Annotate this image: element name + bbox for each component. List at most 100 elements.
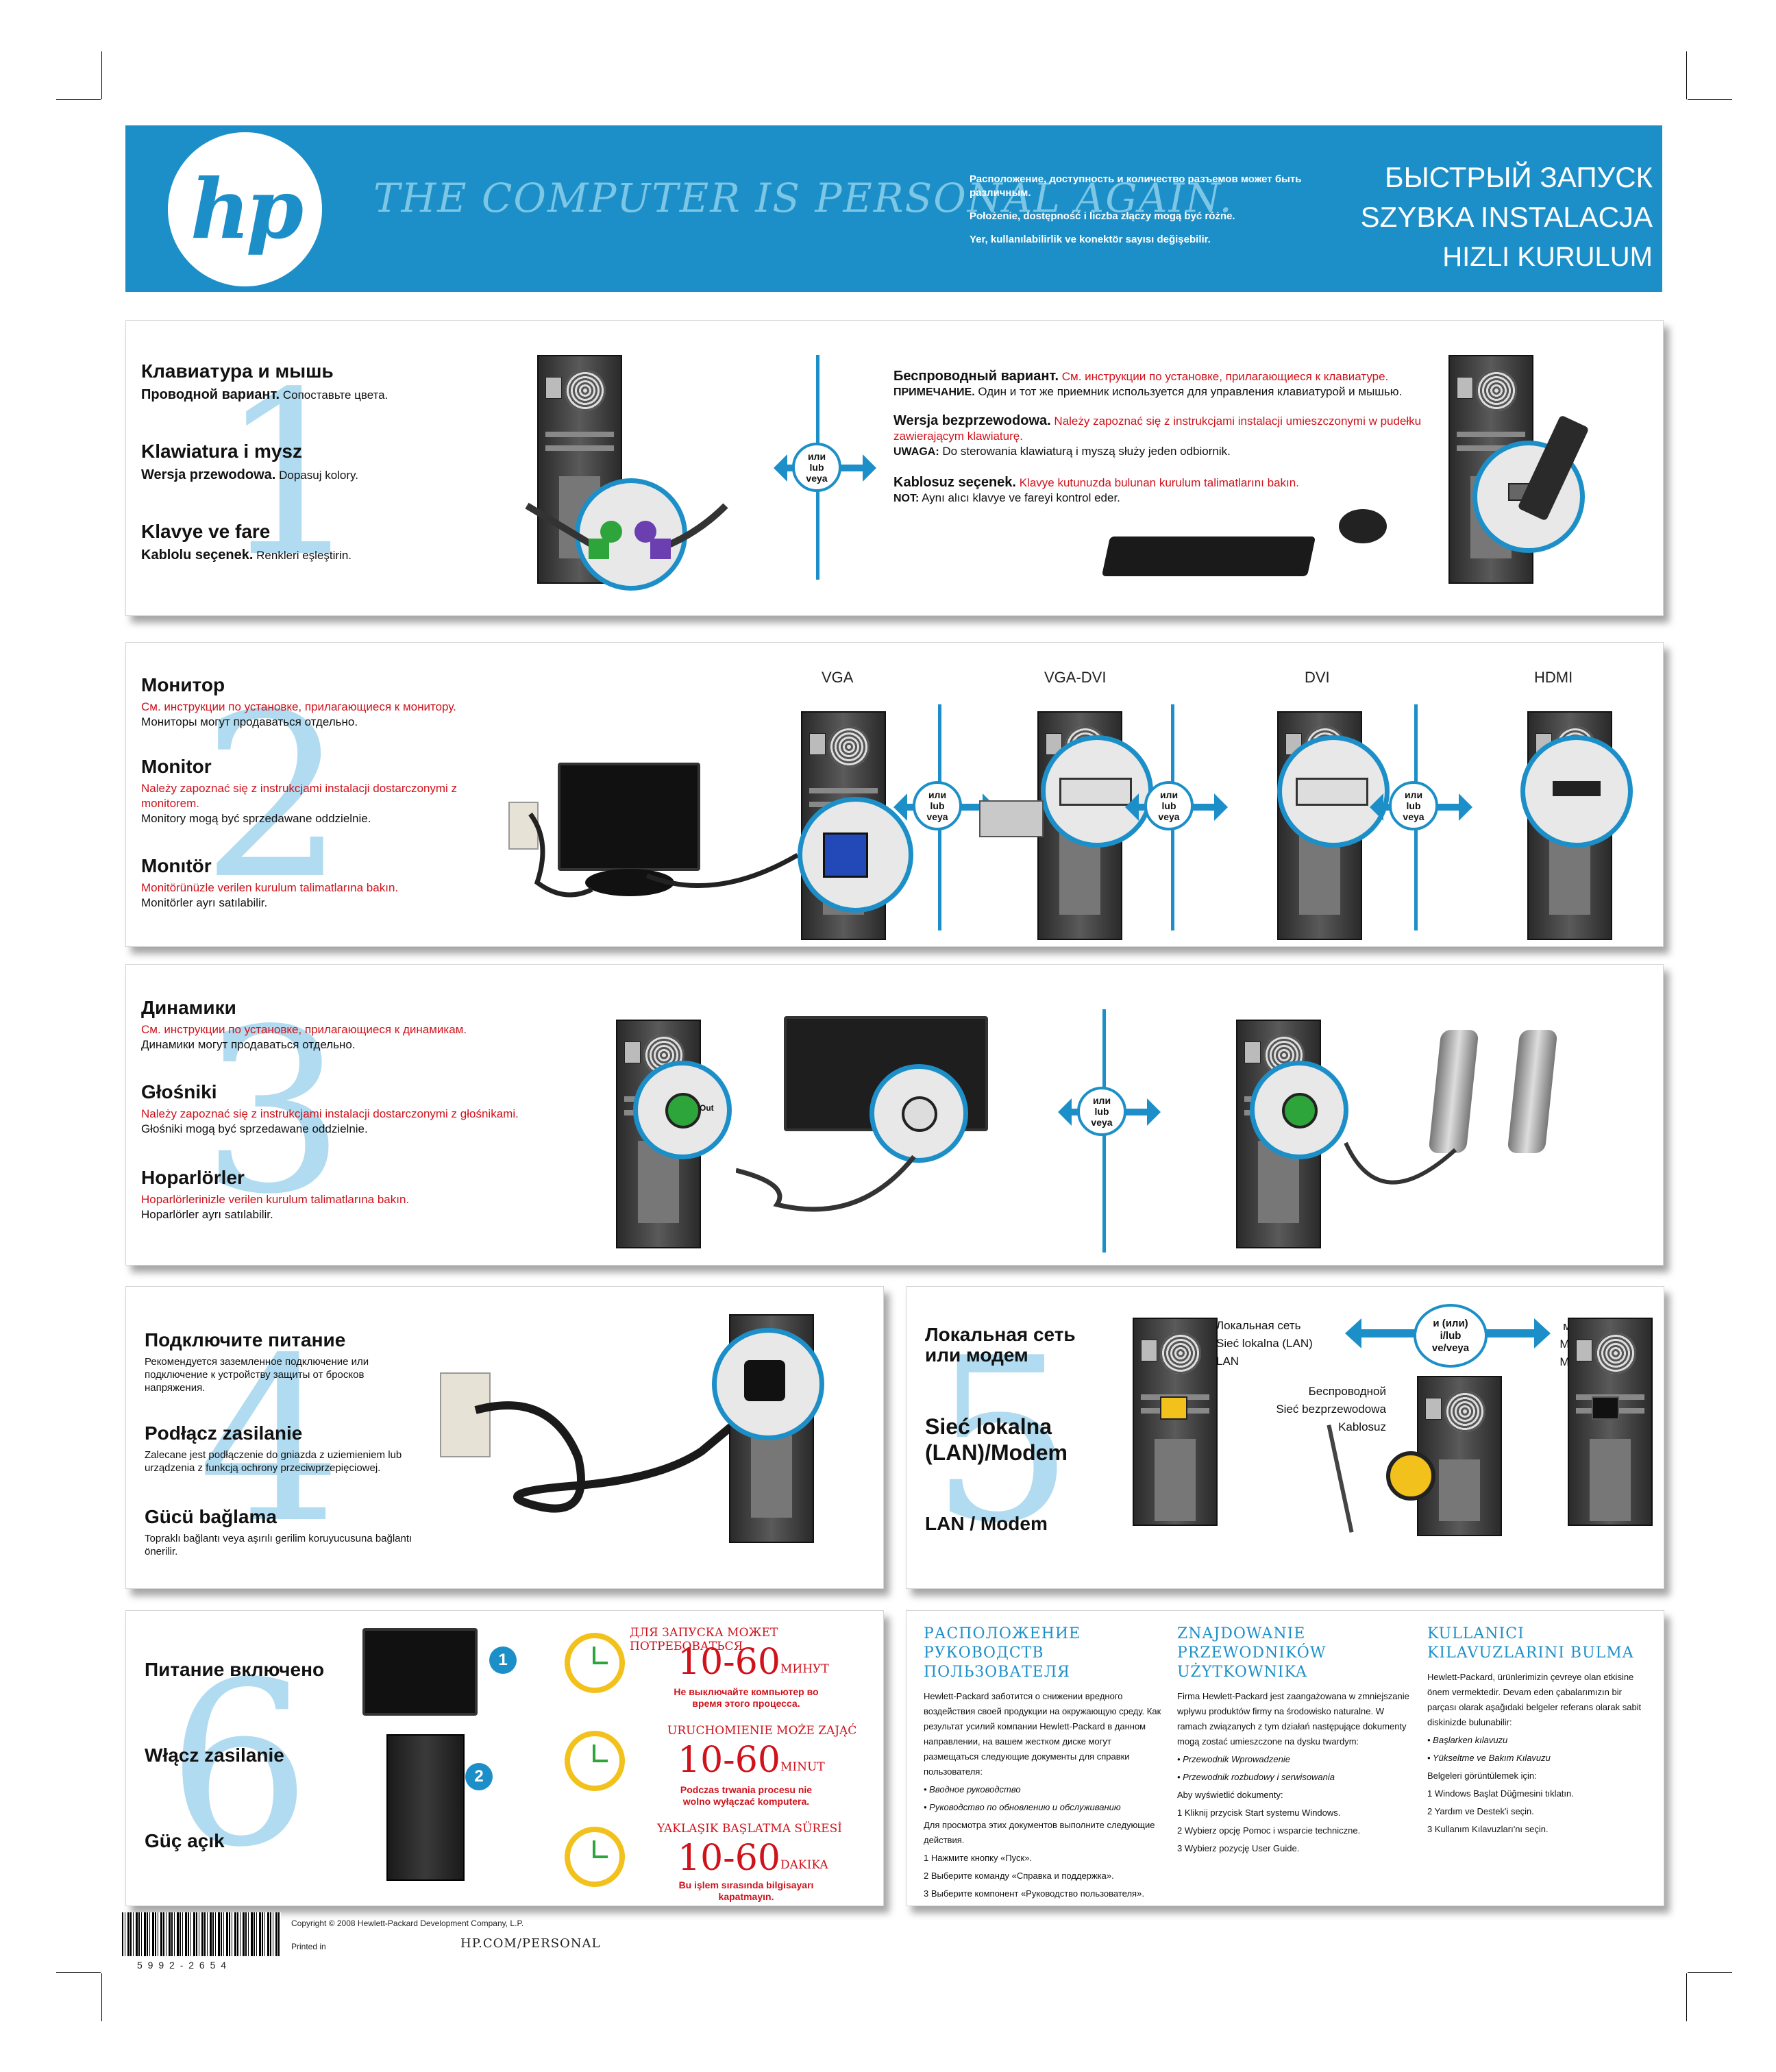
step1-wireless-tr: Kablosuz seçenek. Klavye kutunuzda bulun… [893, 475, 1299, 504]
step2-sub-tr: Monitörler ayrı satılabilir. [141, 896, 268, 909]
footer-url[interactable]: HP.COM/PERSONAL [460, 1936, 601, 1951]
power-cable [474, 1401, 745, 1513]
crop-mark [1686, 51, 1687, 99]
step1-title-pl: Klawiatura i mysz [141, 441, 302, 462]
guide-ru: РАСПОЛОЖЕНИЕ РУКОВОДСТВ ПОЛЬЗОВАТЕЛЯ Hew… [924, 1625, 1163, 1904]
ps2-ports-zoom [575, 478, 687, 591]
time-note-pl: Podczas trwania procesu nie wolno wyłącz… [680, 1784, 813, 1807]
time-value-ru: 10-60 [678, 1642, 780, 1683]
step1-wired-ru: Проводной вариант. Сопоставьте цвета. [141, 387, 388, 402]
barcode [122, 1912, 281, 1956]
time-unit-pl: MINUT [780, 1760, 825, 1774]
antenna [1327, 1424, 1354, 1533]
step5-title-pl: Sieć lokalna (LAN)/Modem [925, 1414, 1068, 1465]
monitor-audio-zoom [870, 1064, 968, 1163]
guides-panel: РАСПОЛОЖЕНИЕ РУКОВОДСТВ ПОЛЬЗОВАТЕЛЯ Hew… [906, 1610, 1664, 1906]
step2-note-tr: Monitörünüzle verilen kurulum talimatlar… [141, 881, 399, 894]
step3-note-pl: Należy zapoznać się z instrukcjami insta… [141, 1107, 519, 1120]
step1-title-tr: Klavye ve fare [141, 521, 271, 542]
header-notes: Расположение, доступность и количество р… [970, 173, 1360, 256]
time-unit-ru: МИНУТ [780, 1662, 829, 1676]
clock-icon [565, 1731, 625, 1791]
step-badge: 1 [489, 1646, 517, 1674]
crop-mark [101, 1973, 102, 2021]
monitor-cables [528, 812, 799, 898]
step2-title-ru: Монитор [141, 674, 225, 695]
guide-title-ru: РАСПОЛОЖЕНИЕ РУКОВОДСТВ ПОЛЬЗОВАТЕЛЯ [924, 1625, 1081, 1681]
step-number: 5 [930, 1309, 1074, 1572]
step4-title-ru: Подключите питание [145, 1329, 346, 1350]
step6-title-ru: Питание включено [145, 1659, 325, 1680]
crop-mark [1686, 1973, 1687, 2021]
step2-sub-ru: Мониторы могут продаваться отдельно. [141, 715, 358, 728]
guide-title-tr: KULLANICI KILAVUZLARINI BULMA [1427, 1625, 1634, 1662]
printed-in: Printed in [291, 1942, 326, 1951]
header-note-pl: Położenie, dostępność i liczba złączy mo… [970, 210, 1235, 222]
step-number: 1 [219, 343, 362, 606]
header-banner [125, 125, 1662, 292]
step4-title-tr: Gücü bağlama [145, 1506, 277, 1527]
step1-wireless-pl: Wersja bezprzewodowa. Należy zapoznać si… [893, 413, 1422, 458]
step6-title-tr: Güç açık [145, 1830, 225, 1851]
step-badge: 2 [465, 1763, 493, 1790]
step3-panel: 3 Динамики См. инструкции по установке, … [125, 964, 1664, 1266]
modem-port [1592, 1396, 1619, 1420]
time-lead-ru: ДЛЯ ЗАПУСКА МОЖЕТ ПОТРЕБОВАТЬСЯ [630, 1626, 778, 1653]
copyright: Copyright © 2008 Hewlett-Packard Develop… [291, 1919, 524, 1928]
dvi-port-zoom [1041, 735, 1153, 848]
step3-note-tr: Hoparlörlerinizle verilen kurulum talima… [141, 1193, 410, 1206]
step2-note-pl: Należy zapoznać się z instrukcjami insta… [141, 782, 458, 810]
guide-pl: ZNAJDOWANIE PRZEWODNIKÓW UŻYTKOWNIKA Fir… [1177, 1625, 1409, 1853]
dvi-port-zoom [1277, 735, 1390, 848]
step2-panel: 2 Монитор См. инструкции по установке, п… [125, 642, 1664, 947]
step-number: 3 [201, 981, 345, 1244]
step1-panel: 1 Клавиатура и мышь Проводной вариант. С… [125, 320, 1664, 616]
time-value-pl: 10-60 [678, 1740, 780, 1781]
page-title: БЫСТРЫЙ ЗАПУСК SZYBKA INSTALACJA HIZLI K… [1361, 158, 1653, 277]
lan-port [1160, 1396, 1187, 1420]
step3-sub-tr: Hoparlörler ayrı satılabilir. [141, 1208, 273, 1221]
title-tr: HIZLI KURULUM [1442, 242, 1653, 272]
monitor-illustration [362, 1628, 478, 1716]
step3-title-tr: Hoparlörler [141, 1167, 245, 1188]
step4-panel: 4 Подключите питание Рекомендуется зазем… [125, 1286, 884, 1589]
step6-panel: 6 Питание включено Włącz zasilanie Güç a… [125, 1610, 884, 1906]
time-unit-tr: DAKIKA [780, 1858, 828, 1872]
step1-wired-tr: Kablolu seçenek. Renkleri eşleştirin. [141, 547, 352, 563]
step3-note-ru: См. инструкции по установке, прилагающие… [141, 1023, 467, 1036]
step1-wireless-ru: Беспроводный вариант. См. инструкции по … [893, 369, 1403, 398]
time-value-tr: 10-60 [678, 1838, 780, 1879]
step2-sub-pl: Monitory mogą być sprzedawane oddzielnie… [141, 812, 371, 825]
time-lead-pl: URUCHOMIENIE MOŻE ZAJĄĆ [667, 1724, 857, 1738]
title-pl: SZYBKA INSTALACJA [1360, 201, 1653, 233]
audio-out-zoom [1250, 1061, 1348, 1159]
out-label: Out [700, 1103, 714, 1113]
time-lead-tr: YAKLAŞIK BAŞLATMA SÜRESİ [657, 1822, 842, 1836]
clock-icon [565, 1827, 625, 1887]
wireless-labels: Беспроводной Sieć bezprzewodowa Kablosuz [1276, 1385, 1386, 1433]
step2-title-tr: Monıtör [141, 855, 212, 876]
vga-dvi-adapter [979, 800, 1044, 837]
step-number: 6 [167, 1633, 311, 1897]
step-number: 4 [198, 1309, 342, 1572]
crop-mark [101, 51, 102, 99]
step4-text-pl: Zalecane jest podłączenie do gniazda z u… [145, 1449, 402, 1474]
step5-panel: 5 Локальная сеть или модем Sieć lokalna … [906, 1286, 1664, 1589]
wireless-mouse [1339, 509, 1387, 543]
wireless-antenna-port [1386, 1451, 1435, 1501]
port-label-vga-dvi: VGA-DVI [1044, 669, 1107, 686]
time-note-ru: Не выключайте компьютер во время этого п… [674, 1686, 819, 1709]
time-note-tr: Bu işlem sırasında bilgisayarı kapatmayı… [678, 1879, 814, 1902]
step5-title-tr: LAN / Modem [925, 1513, 1048, 1534]
pc-tower-illustration [1417, 1376, 1502, 1536]
crop-mark [1688, 99, 1732, 100]
clock-icon [565, 1633, 625, 1693]
step4-title-pl: Podłącz zasilanie [145, 1422, 303, 1444]
ps2-cables [525, 502, 728, 559]
crop-mark [56, 99, 101, 100]
audio-cable [736, 1155, 916, 1212]
